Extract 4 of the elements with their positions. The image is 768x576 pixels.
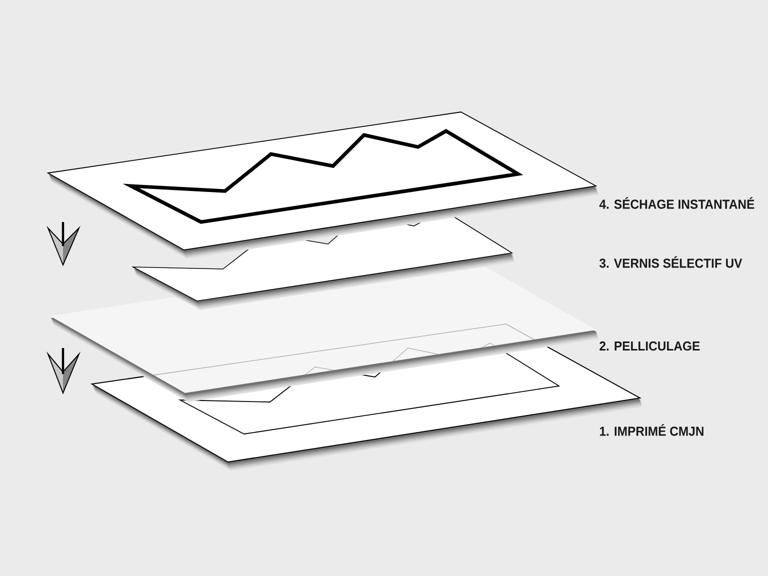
layer-label: 3. VERNIS SÉLECTIF UV: [600, 256, 742, 268]
layer-label: 2. PELLICULAGE: [600, 341, 700, 351]
layer-label: 1. IMPRIMÉ CMJN: [600, 424, 704, 436]
layer-label: 4. SÉCHAGE INSTANTANÉ: [599, 197, 754, 209]
